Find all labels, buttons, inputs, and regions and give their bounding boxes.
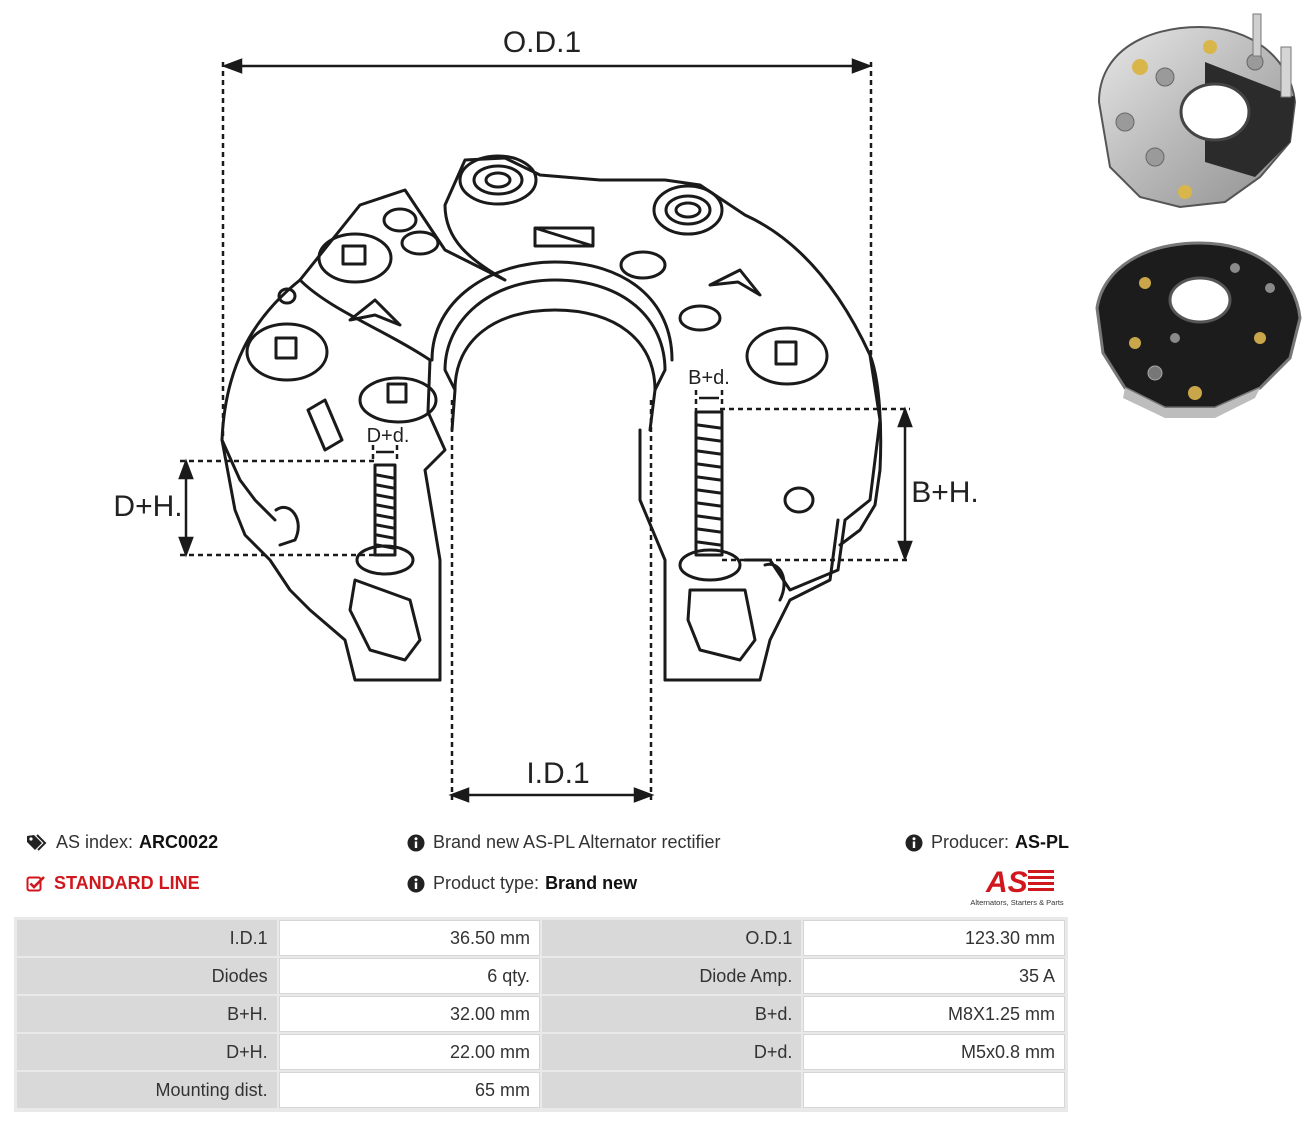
tags-icon <box>27 833 47 851</box>
spec-key: B+H. <box>17 996 277 1032</box>
spec-key: D+H. <box>17 1034 277 1070</box>
spec-key: Diode Amp. <box>541 958 802 994</box>
spec-key: Diodes <box>17 958 277 994</box>
spec-value: 22.00 mm <box>278 1034 540 1070</box>
spec-key: D+d. <box>541 1034 802 1070</box>
as-index-row: AS index: ARC0022 <box>26 832 218 853</box>
spec-value: 35 A <box>803 958 1065 994</box>
as-pl-logo: AS Alternators, Starters & Parts <box>970 866 1064 907</box>
producer-label: Producer: <box>931 832 1010 852</box>
label-dd: D+d. <box>367 425 410 447</box>
rectifier-photo-front[interactable] <box>1085 2 1307 220</box>
label-od: O.D.1 <box>503 26 581 59</box>
spec-key: O.D.1 <box>541 920 802 956</box>
spec-value: 123.30 mm <box>803 920 1065 956</box>
producer-row: Producer: AS-PL <box>905 832 1069 853</box>
spec-value: M5x0.8 mm <box>803 1034 1065 1070</box>
spec-key <box>541 1072 802 1108</box>
spec-value: 36.50 mm <box>278 920 540 956</box>
info-icon <box>905 834 923 851</box>
label-bh: B+H. <box>911 476 979 509</box>
spec-key: I.D.1 <box>17 920 277 956</box>
as-index-label: AS index: <box>56 832 134 852</box>
spec-value: 32.00 mm <box>278 996 540 1032</box>
producer-value: AS-PL <box>1015 832 1070 852</box>
table-row: Mounting dist.65 mm <box>17 1072 1065 1108</box>
as-index-value: ARC0022 <box>139 832 219 852</box>
standard-line-label: STANDARD LINE <box>54 873 200 893</box>
label-id: I.D.1 <box>526 757 589 790</box>
spec-value: 65 mm <box>278 1072 540 1108</box>
product-type-value: Brand new <box>545 873 638 893</box>
label-bd: B+d. <box>688 367 730 389</box>
product-type-row: Product type: Brand new <box>407 873 637 894</box>
description-row: Brand new AS-PL Alternator rectifier <box>407 832 720 853</box>
info-icon <box>407 875 425 892</box>
logo-tagline: Alternators, Starters & Parts <box>970 898 1064 907</box>
spec-key: B+d. <box>541 996 802 1032</box>
rectifier-photo-back[interactable] <box>1085 228 1307 426</box>
product-type-label: Product type: <box>433 873 540 893</box>
rectifier-technical-drawing: O.D.1 I.D.1 D+H. B+H. D+d. B+d. <box>113 26 979 803</box>
logo-text: AS <box>985 866 1028 899</box>
spec-value: M8X1.25 mm <box>803 996 1065 1032</box>
label-dh: D+H. <box>113 490 182 523</box>
standard-line-row: STANDARD LINE <box>26 873 200 894</box>
description-text: Brand new AS-PL Alternator rectifier <box>433 832 721 852</box>
spec-key: Mounting dist. <box>17 1072 277 1108</box>
info-icon <box>407 834 425 851</box>
checkbox-icon <box>26 875 45 891</box>
spec-value: 6 qty. <box>278 958 540 994</box>
spec-value <box>803 1072 1065 1108</box>
